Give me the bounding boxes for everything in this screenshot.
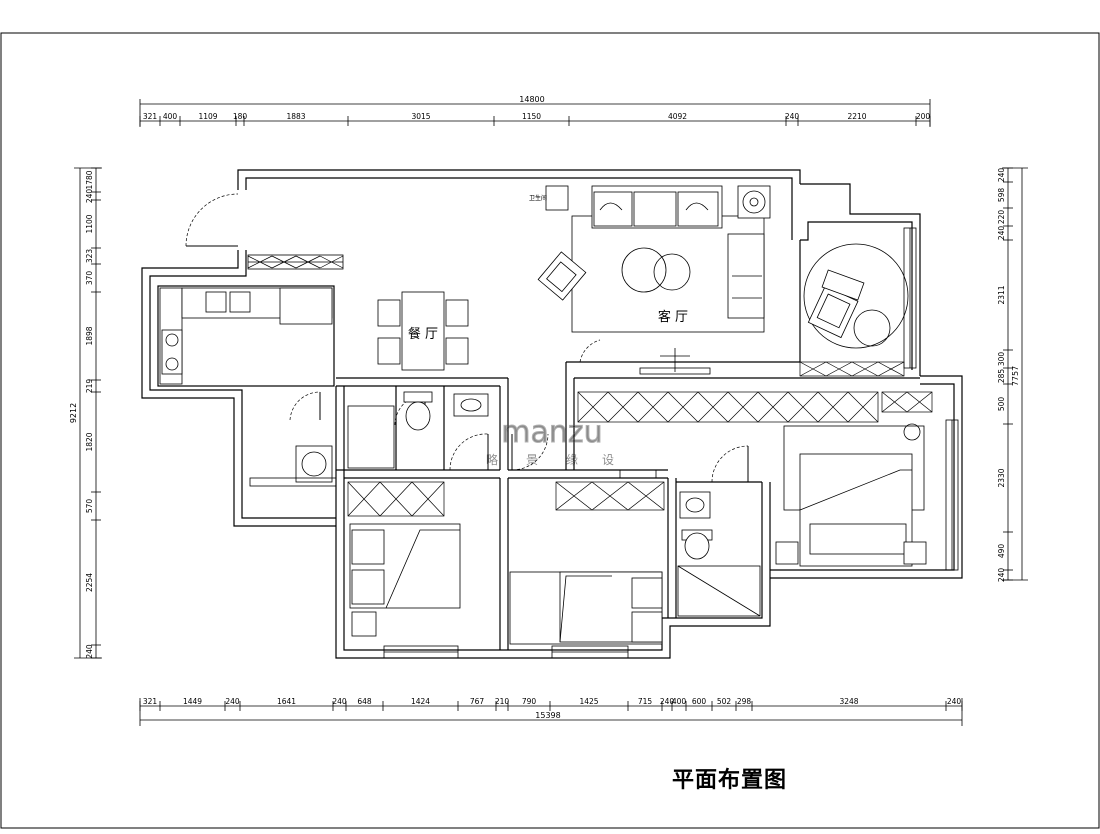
dim-label: 240 — [85, 644, 94, 659]
dim-label: 2311 — [997, 285, 1006, 304]
dim-label: 1820 — [85, 432, 94, 451]
tv-cabinet-label: 卫生间 — [529, 194, 547, 202]
dim-label: 200 — [916, 112, 931, 121]
dim-label: 240 — [997, 168, 1006, 183]
windows — [247, 227, 959, 659]
dim-label: 240 — [332, 697, 347, 706]
dim-label: 1425 — [579, 697, 598, 706]
laundry-fixtures — [249, 405, 395, 487]
dim-label: 370 — [85, 271, 94, 286]
dim-label: 210 — [495, 697, 510, 706]
watermark-char-4: 设 — [602, 453, 614, 467]
dim-label: 1780 — [85, 170, 94, 189]
dim-label: 3015 — [411, 112, 430, 121]
dim-label: 400 — [163, 112, 178, 121]
dim-label: 240 — [947, 697, 962, 706]
dim-label: 600 — [692, 697, 707, 706]
master-bedroom-furniture — [775, 423, 927, 567]
watermark-latin: manzu — [501, 415, 602, 450]
left-dimensions — [74, 167, 102, 659]
dim-label: 298 — [737, 697, 752, 706]
dim-label: 240 — [997, 568, 1006, 583]
bedroom-1-furniture — [349, 523, 461, 637]
dim-label: 323 — [85, 249, 94, 264]
dining-room-label: 餐 厅 — [408, 326, 438, 342]
dim-label: 3248 — [839, 697, 858, 706]
dim-label: 767 — [470, 697, 485, 706]
dim-label: 240 — [225, 697, 240, 706]
watermark-char-2: 景 — [526, 453, 538, 467]
bottom-segment-labels: 321 1449 240 1641 240 648 1424 767 210 790 1425 715… — [143, 697, 962, 706]
dim-label: 219 — [85, 379, 94, 394]
dim-label: 715 — [638, 697, 653, 706]
dim-label: 400 — [672, 697, 687, 706]
top-total-dim: 14800 — [519, 95, 544, 104]
bathroom-fixtures — [403, 391, 761, 617]
bay-lounge-furniture — [803, 243, 909, 349]
dim-label: 598 — [997, 188, 1006, 203]
dim-label: 1109 — [198, 112, 217, 121]
dim-label: 490 — [997, 544, 1006, 559]
living-room-label: 客 厅 — [658, 309, 688, 325]
dim-label: 180 — [233, 112, 248, 121]
dim-label: 2254 — [85, 573, 94, 592]
watermark-char-3: 缘 — [566, 453, 578, 467]
top-dimensions — [139, 99, 931, 127]
dim-label: 240 — [997, 226, 1006, 241]
dim-label: 321 — [143, 697, 158, 706]
dim-label: 240 — [85, 189, 94, 204]
dim-label: 2330 — [997, 468, 1006, 487]
dim-label: 1100 — [85, 214, 94, 233]
dim-label: 240 — [785, 112, 800, 121]
top-segment-labels: 321 400 1109 180 1883 3015 1150 4092 240 2210 200 — [143, 112, 931, 121]
dim-label: 321 — [143, 112, 158, 121]
bedroom-2-furniture — [509, 571, 663, 645]
dim-label: 500 — [997, 397, 1006, 412]
frame-border — [0, 32, 1100, 829]
dim-label: 648 — [357, 697, 372, 706]
watermark-char-1: 略 — [486, 452, 498, 467]
left-total-dim: 9212 — [69, 403, 78, 423]
dim-label: 790 — [522, 697, 537, 706]
dim-label: 4092 — [668, 112, 687, 121]
dim-label: 300 — [997, 352, 1006, 367]
drawing-title: 平面布置图 — [672, 768, 788, 793]
dim-label: 220 — [997, 210, 1006, 225]
dim-label: 1424 — [411, 697, 430, 706]
dim-label: 2210 — [847, 112, 866, 121]
bottom-dimensions — [139, 698, 963, 726]
dim-label: 1449 — [183, 697, 202, 706]
bottom-total-dim: 15398 — [535, 711, 560, 720]
kitchen-fixtures — [159, 287, 333, 385]
dim-label: 285 — [997, 369, 1006, 384]
watermark: manzu 略 景 缘 设 — [486, 415, 614, 468]
wardrobes — [247, 255, 933, 517]
dim-label: 570 — [85, 499, 94, 514]
dim-label: 1641 — [277, 697, 296, 706]
dim-label: 1150 — [522, 112, 541, 121]
dining-furniture — [377, 291, 469, 371]
dim-label: 240 — [660, 697, 675, 706]
dim-label: 502 — [717, 697, 732, 706]
dim-label: 1898 — [85, 326, 94, 345]
right-dimensions — [1002, 167, 1028, 581]
dim-label: 1883 — [286, 112, 305, 121]
door-swings — [185, 193, 749, 483]
living-furniture — [537, 185, 771, 375]
right-total-dim: 7757 — [1011, 366, 1020, 386]
